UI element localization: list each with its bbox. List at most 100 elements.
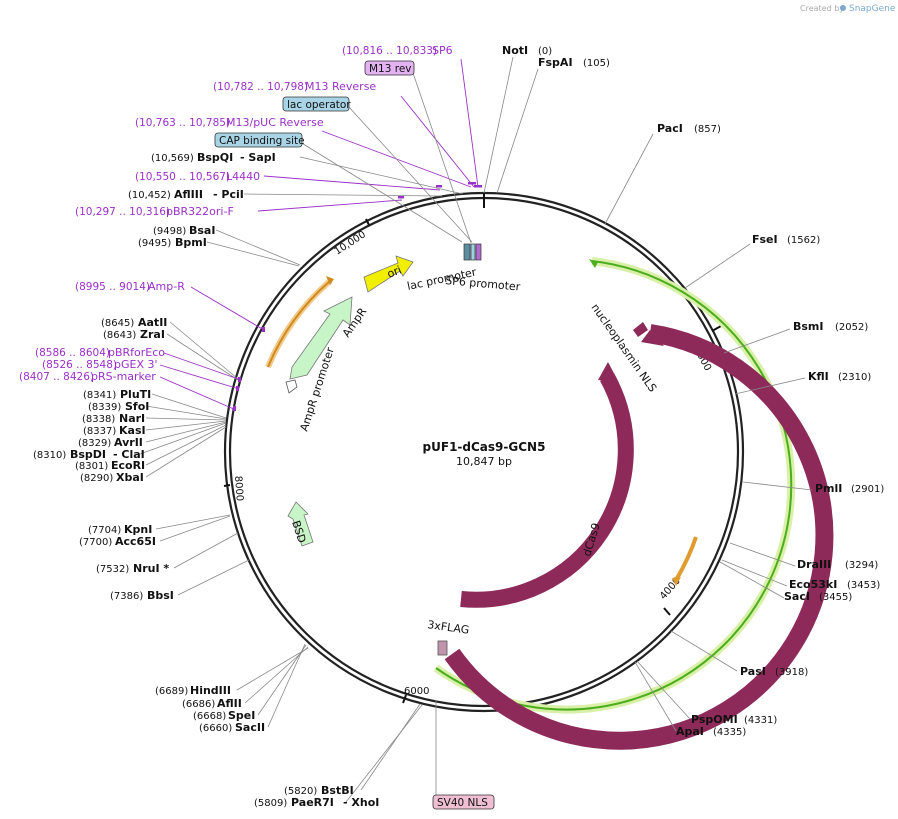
ampr-primer-name: Amp-R (148, 280, 185, 293)
nruI-leader (173, 532, 239, 569)
l4440-name: L4440 (226, 170, 260, 183)
enzyme-draIII-pos: (3294) (845, 560, 878, 571)
m13-reverse-leader (400, 95, 475, 188)
enzyme-eco53kI-pos: (3453) (847, 580, 880, 591)
kflI-leader (734, 377, 806, 395)
xbaI-leader (145, 426, 227, 478)
sp6-primer-leader (460, 58, 479, 188)
dcas9-feature-arc[interactable] (460, 373, 634, 608)
cap-binding-site-box[interactable] (214, 132, 303, 148)
enzyme-paeR7I-name: PaeR7I (291, 796, 334, 809)
enzyme-aatII-pos: (8645) (101, 318, 134, 329)
enzyme-paeR7I-pos: (5809) (254, 798, 287, 809)
pbrforeco-leader (163, 352, 242, 381)
ampr-primer-range: (8995 .. 9014) (75, 281, 150, 293)
enzyme-apaI-pos: (4335) (713, 727, 746, 738)
flag-block[interactable] (437, 640, 448, 656)
pacI-leader (604, 133, 654, 225)
sp6-primer-name: SP6 (432, 44, 453, 57)
bspDI-leader (139, 422, 227, 455)
bsd-feature-arrow[interactable] (287, 501, 314, 547)
m13rev-box[interactable] (364, 60, 415, 76)
enzyme-bpmI-pos: (9495) (138, 238, 171, 249)
pgex3-range: (8526 .. 8548) (42, 359, 117, 371)
plasmid-name: pUF1-dCas9-GCN5 (423, 440, 546, 454)
lac-operator-box[interactable] (282, 96, 350, 112)
snapgene-logo-icon (840, 5, 846, 11)
lac-promoter-block[interactable] (463, 243, 471, 261)
enzyme-sacII-name: SacII (235, 721, 265, 734)
enzyme-bsaI-pos: (9498) (153, 226, 186, 237)
tick-label-8000: 8000 (232, 475, 245, 501)
cas9-feature-arc[interactable] (444, 324, 834, 750)
tick-label-6000: 6000 (404, 686, 429, 697)
tick-8000 (223, 484, 231, 487)
ampr-promoter-arrow[interactable] (285, 379, 298, 394)
enzyme-narI-pos: (8338) (82, 414, 115, 425)
pgex3-primer-mark (236, 386, 239, 391)
pspOMI-leader (636, 660, 691, 720)
tick-2000 (711, 325, 722, 332)
enzyme-aflII-name: AflII (217, 697, 242, 710)
enzyme-kflI-name: KflI (808, 370, 829, 383)
apaI-leader (634, 661, 677, 732)
enzyme-pspOMI-name: PspOMI (691, 713, 738, 726)
dcas9-arrowhead (598, 362, 618, 381)
enzyme-sfoI-name: SfoI (125, 400, 149, 413)
enzyme-sfoI-pos: (8339) (88, 402, 121, 413)
tick-6000 (402, 694, 407, 704)
enzyme-pasI-name: PasI (740, 665, 766, 678)
pbr322ori-range: (10,297 .. 10,316) (75, 206, 170, 218)
watermark-brand: SnapGene (849, 4, 896, 14)
m13-reverse-range: (10,782 .. 10,798) (213, 81, 308, 93)
enzyme-bsmI-pos: (2052) (835, 322, 868, 333)
enzyme-bspDI-name: BspDI (70, 448, 106, 461)
orange-left-arrowhead (326, 276, 334, 285)
watermark-prefix: Created by (800, 4, 844, 13)
fseI-leader (684, 243, 751, 289)
enzyme-bstBI-name: BstBI (321, 784, 354, 797)
orange-segment-left (267, 280, 331, 368)
primer-leader-lines (159, 58, 479, 411)
nucleoplasmin-nls-block[interactable] (633, 322, 648, 337)
hindIII-leader (236, 647, 309, 691)
pgex3-leader (159, 364, 240, 390)
sp6-promoter-label: SP6 promoter (445, 274, 521, 294)
cap-binding-site-box-label: CAP binding site (219, 135, 305, 147)
enzyme-fseI-pos: (1562) (787, 235, 820, 246)
enzyme-notI-name: NotI (502, 44, 528, 57)
bpmI-leader (206, 241, 300, 267)
enzyme-kasI-pos: (8337) (83, 426, 116, 437)
fspAI-leader (496, 68, 539, 194)
prs-marker-range: (8407 .. 8426) (19, 371, 94, 383)
enzyme-pciI-name: - PciI (213, 188, 244, 201)
narI-leader (145, 417, 227, 421)
ampr-feature-arrow[interactable] (289, 296, 353, 380)
pbr322ori-primer-mark (398, 196, 404, 199)
sacI-leader (719, 561, 785, 599)
l4440-leader (263, 175, 441, 191)
enzyme-bbsI-name: BbsI (147, 589, 174, 602)
tick-10000 (365, 218, 370, 226)
lac-operator-block[interactable] (470, 243, 476, 261)
enzyme-bbsI-pos: (7386) (110, 591, 143, 602)
enzyme-pmlI-pos: (2901) (851, 484, 884, 495)
ampr-primer-leader (190, 286, 265, 331)
sfoI-leader (145, 405, 227, 420)
draIII-leader (729, 542, 796, 567)
enzyme-aflII-pos: (6686) (182, 699, 215, 710)
prs-marker-name: pRS-marker (91, 370, 156, 383)
enzyme-xbaI-name: XbaI (116, 471, 144, 484)
sv40-nls-box-label: SV40 NLS (437, 797, 488, 809)
lac-operator-box-label: lac operator (287, 99, 351, 111)
sv40-nls-box[interactable] (432, 794, 495, 810)
ori-feature-arrow[interactable] (363, 255, 414, 293)
enzyme-sacI-pos: (3455) (819, 592, 852, 603)
paeR7I-leader (345, 704, 423, 803)
pasI-leader (670, 630, 738, 672)
l4440-primer-mark (436, 185, 442, 188)
ecoRI-leader (145, 424, 227, 466)
cas9-label: Cas9 (640, 538, 665, 568)
prs-marker-leader (159, 376, 237, 411)
sp6-promoter-block[interactable] (475, 243, 482, 261)
